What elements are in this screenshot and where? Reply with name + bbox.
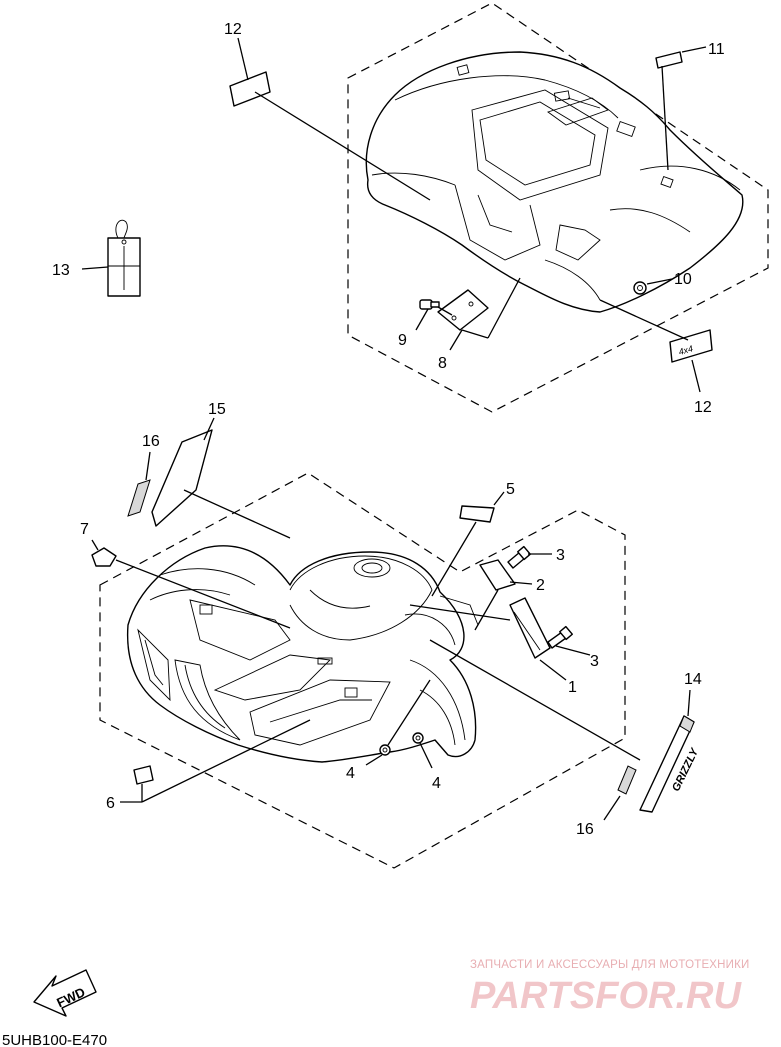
part-3-bolt-upper <box>507 545 531 569</box>
watermark-site: PARTSFOR.RU <box>470 975 742 1017</box>
fwd-arrow: FWD <box>33 969 97 1017</box>
watermark: ЗАПЧАСТИ И АКСЕССУАРЫ ДЛЯ МОТОТЕХНИКИ PA… <box>470 959 750 1017</box>
svg-text:4x4: 4x4 <box>677 343 694 357</box>
part-15-decal <box>151 429 213 527</box>
rear-fender <box>365 51 744 313</box>
part-16-strip-left <box>127 479 151 517</box>
callout-6: 6 <box>106 795 115 812</box>
callout-7: 7 <box>80 521 89 538</box>
part-8-plate <box>437 289 489 331</box>
part-12-4x4-decal: 4x4 <box>669 329 713 363</box>
callout-10: 10 <box>674 271 692 288</box>
callout-15: 15 <box>208 401 226 418</box>
callout-11: 11 <box>708 41 725 58</box>
callout-9: 9 <box>398 332 407 349</box>
part-2-gasket <box>479 559 516 591</box>
callout-1: 1 <box>568 679 577 696</box>
rear-fender-group: 12 11 10 4x4 12 8 9 <box>224 2 769 416</box>
front-fender-frame <box>99 472 626 869</box>
callout-14: 14 <box>684 671 702 688</box>
part-7-emblem <box>91 547 117 567</box>
callout-2: 2 <box>536 577 545 594</box>
diagram-code: 5UHB100-E470 <box>2 1032 107 1047</box>
callout-8: 8 <box>438 355 447 372</box>
callout-5: 5 <box>506 481 515 498</box>
part-16-strip-right <box>617 765 637 795</box>
part-6-decal <box>133 765 154 785</box>
callout-12-top: 12 <box>224 21 242 38</box>
callout-3-lower: 3 <box>590 653 599 670</box>
part-10-grommet <box>633 281 647 295</box>
callout-4-right: 4 <box>432 775 441 792</box>
part-9-rivet <box>419 299 440 310</box>
callout-13: 13 <box>52 262 70 279</box>
rear-fender-frame <box>347 2 769 413</box>
part-5-decal <box>459 505 495 523</box>
part-3-bolt-lower <box>547 625 573 649</box>
part-14-decal: GRIZZLY <box>639 715 702 813</box>
callout-4-left: 4 <box>346 765 355 782</box>
part-4-grommet-left <box>379 744 391 756</box>
callout-12-bottom: 12 <box>694 399 712 416</box>
part-12-decal-top <box>229 71 271 107</box>
part-11-decal <box>655 51 683 69</box>
part-4-grommet-right <box>412 732 424 744</box>
front-fender-group: 5 3 2 1 3 4 4 <box>80 472 626 869</box>
watermark-tagline: ЗАПЧАСТИ И АКСЕССУАРЫ ДЛЯ МОТОТЕХНИКИ <box>470 959 750 971</box>
callout-16-left: 16 <box>142 433 160 450</box>
front-fender <box>126 545 479 763</box>
part-1-panel <box>509 597 551 659</box>
callout-16-right: 16 <box>576 821 594 838</box>
part-13-hang-tag <box>107 219 141 297</box>
callout-3-upper: 3 <box>556 547 565 564</box>
